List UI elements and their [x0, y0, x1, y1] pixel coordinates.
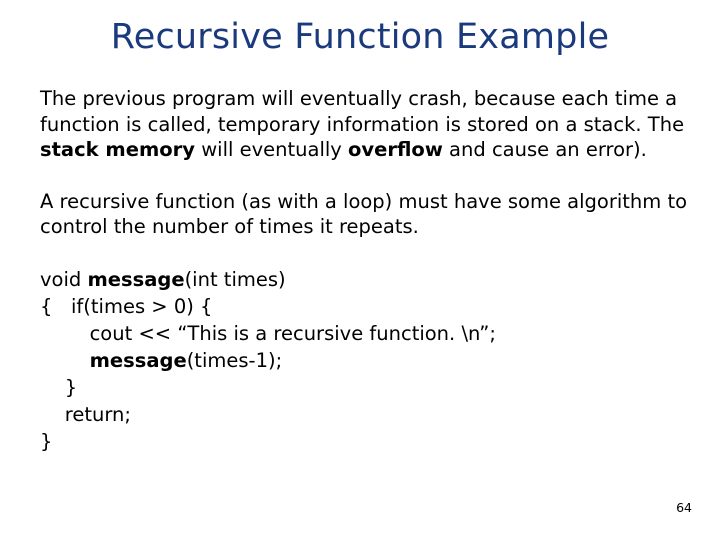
- code-line-3-run-1: message: [89, 348, 187, 372]
- code-line: cout << “This is a recursive function. \…: [40, 320, 690, 347]
- paragraph-text-run-1: stack memory: [40, 138, 195, 162]
- page-number: 64: [676, 499, 692, 515]
- code-line: }: [40, 428, 690, 455]
- code-line: }: [40, 374, 690, 401]
- code-line-1-run-0: { if(times > 0) {: [40, 294, 213, 318]
- code-line-0-run-1: message: [87, 267, 185, 291]
- code-line-2-run-0: cout << “This is a recursive function. \…: [40, 321, 496, 345]
- paragraph-text-run-3: overflow: [348, 138, 443, 162]
- code-line-6-run-0: }: [40, 429, 53, 453]
- page-title: Recursive Function Example: [110, 17, 610, 57]
- code-block-message-function: void message(int times){ if(times > 0) {…: [40, 266, 690, 455]
- code-line-4-run-0: }: [40, 375, 78, 399]
- code-line: { if(times > 0) {: [40, 293, 690, 320]
- paragraph-crash-explanation: The previous program will eventually cra…: [40, 86, 690, 163]
- paragraph-text-run-0: A recursive function (as with a loop) mu…: [40, 189, 688, 239]
- code-line: message(times-1);: [40, 347, 690, 374]
- code-line-5-run-0: return;: [40, 402, 131, 426]
- code-line-3-run-2: (times-1);: [186, 348, 283, 372]
- paragraph-recursion-requirement: A recursive function (as with a loop) mu…: [40, 189, 690, 240]
- code-line-0-run-2: (int times): [184, 267, 286, 291]
- paragraph-spacer: [40, 163, 690, 189]
- paragraph-text-run-0: The previous program will eventually cra…: [40, 87, 685, 136]
- slide-body: The previous program will eventually cra…: [40, 86, 690, 455]
- paragraph-text-run-4: and cause an error).: [442, 138, 647, 162]
- code-line: void message(int times): [40, 266, 690, 293]
- code-spacer: [40, 240, 690, 266]
- code-line-0-run-0: void: [40, 267, 88, 291]
- code-line-3-run-0: [40, 349, 90, 372]
- paragraph-text-run-2: will eventually: [195, 138, 349, 162]
- code-line: return;: [40, 401, 690, 428]
